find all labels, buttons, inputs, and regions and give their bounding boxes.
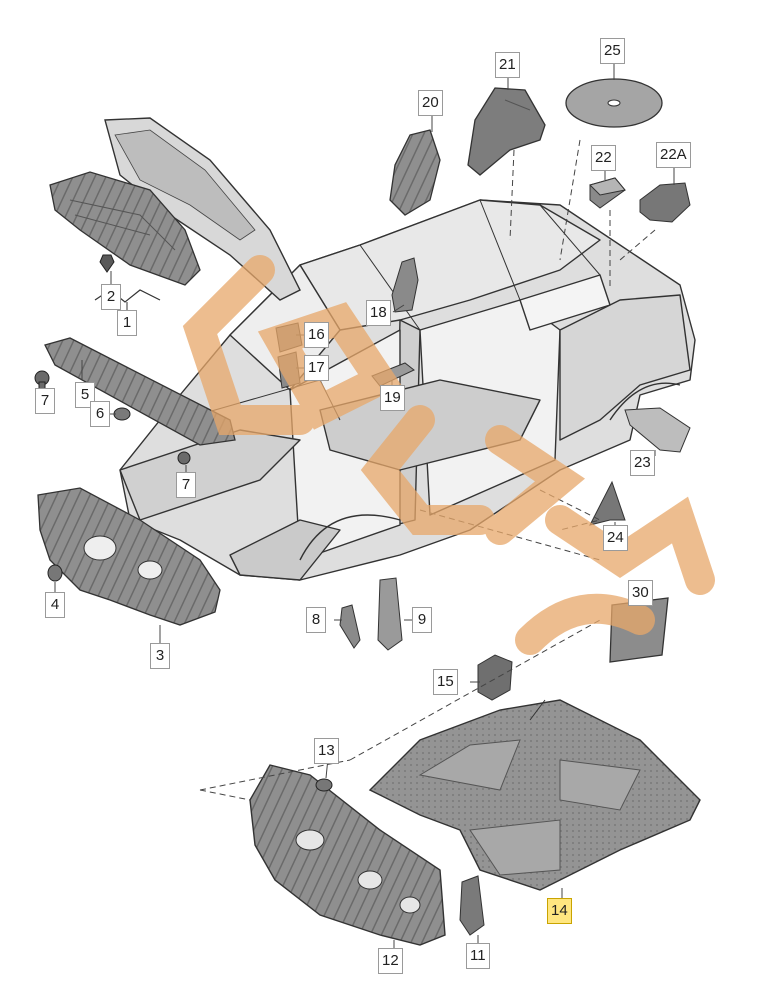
callout-22A[interactable]: 22A [656, 142, 691, 168]
block-part-22 [589, 177, 626, 209]
callout-21[interactable]: 21 [495, 52, 520, 78]
callout-22[interactable]: 22 [591, 145, 616, 171]
duct-part-23 [624, 407, 691, 453]
floor-carpet-part-14[interactable] [368, 699, 701, 891]
trim-part-25 [589, 480, 626, 526]
callout-6[interactable]: 6 [90, 401, 110, 427]
clip-part-13 [315, 778, 333, 792]
callout-23[interactable]: 23 [630, 450, 655, 476]
grommet-part-4 [47, 564, 63, 582]
callout-11[interactable]: 11 [466, 943, 490, 969]
insulation-part-21 [467, 87, 546, 176]
firewall-insulation-part-3 [37, 487, 221, 626]
clip-part-7a [34, 370, 50, 393]
callout-7a[interactable]: 7 [35, 388, 55, 414]
callout-7b[interactable]: 7 [176, 472, 196, 498]
callout-4[interactable]: 4 [45, 592, 65, 618]
side-rail-part-5 [44, 337, 236, 446]
callout-16[interactable]: 16 [304, 322, 329, 348]
callout-25[interactable]: 24 [603, 525, 628, 551]
callout-3[interactable]: 3 [150, 643, 170, 669]
trim-part-11 [459, 875, 485, 936]
cover-part-15 [477, 654, 513, 701]
callout-12[interactable]: 12 [378, 948, 403, 974]
bracket-part-8 [339, 604, 361, 649]
callout-18[interactable]: 18 [366, 300, 391, 326]
bracket-part-22A [639, 182, 691, 223]
callout-9[interactable]: 9 [412, 607, 432, 633]
callout-1[interactable]: 1 [117, 310, 137, 336]
pillar-bracket-part-18 [391, 257, 419, 313]
clip-part-2 [99, 254, 115, 273]
dash-insulation-part-12 [249, 764, 446, 946]
callout-15[interactable]: 15 [433, 669, 458, 695]
callout-24[interactable]: 25 [600, 38, 625, 64]
callout-30[interactable]: 30 [628, 580, 653, 606]
disc-part-24 [565, 78, 663, 128]
callout-14[interactable]: 14 [547, 898, 572, 924]
pillar-trim-part-20 [389, 129, 441, 216]
callout-17[interactable]: 17 [304, 355, 329, 381]
clip-part-6 [113, 407, 131, 421]
clip-part-7b [177, 451, 191, 465]
hood-insulation [49, 171, 201, 286]
callout-13[interactable]: 13 [314, 738, 339, 764]
callout-8[interactable]: 8 [306, 607, 326, 633]
callout-20[interactable]: 20 [418, 90, 443, 116]
callout-19[interactable]: 19 [380, 385, 405, 411]
callout-2[interactable]: 2 [101, 284, 121, 310]
trim-part-9 [377, 577, 403, 651]
